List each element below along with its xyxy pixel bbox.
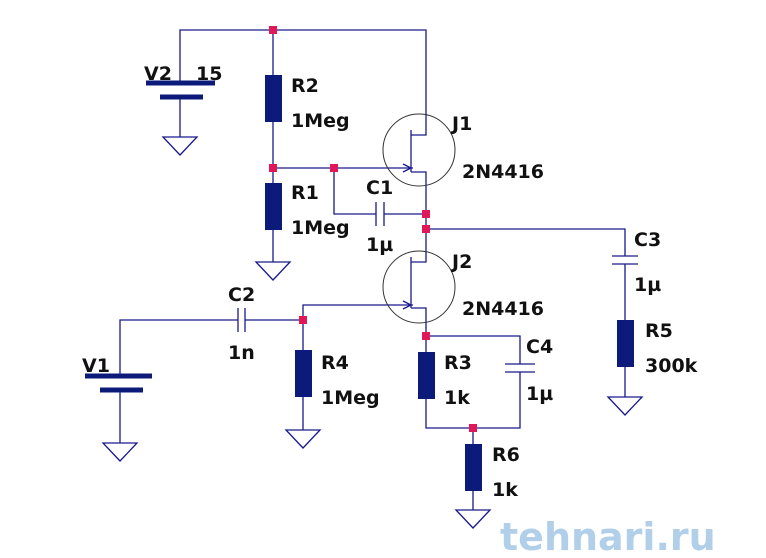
ground-icon	[454, 509, 492, 529]
r5-label: R5	[645, 320, 673, 342]
v2-label: V2	[144, 63, 172, 85]
c3-label: C3	[634, 229, 661, 251]
c1-capacitor[interactable]	[375, 202, 385, 226]
r6-label: R6	[492, 444, 520, 466]
r3-value: 1k	[444, 387, 470, 409]
c1-label: C1	[366, 177, 393, 199]
c2-capacitor[interactable]	[237, 308, 246, 332]
ground-icon	[254, 261, 292, 281]
j1-label: J1	[450, 113, 472, 135]
v1-label: V1	[82, 355, 110, 377]
r1-value: 1Meg	[291, 217, 350, 239]
r3-label: R3	[444, 352, 472, 374]
ground-icon	[284, 429, 322, 449]
c4-label: C4	[526, 336, 553, 358]
junctions	[269, 26, 477, 432]
j2-model: 2N4416	[462, 298, 544, 320]
ground-icon	[101, 442, 139, 462]
j1-gate-arrow	[402, 163, 413, 173]
v2-value: 15	[196, 63, 222, 85]
r4-resistor[interactable]	[295, 350, 312, 397]
r2-value: 1Meg	[291, 110, 350, 132]
c2-label: C2	[228, 284, 255, 306]
v2-source[interactable]	[146, 80, 215, 100]
r5-value: 300k	[645, 355, 698, 377]
j1-transistor[interactable]	[382, 113, 456, 187]
c3-capacitor[interactable]	[612, 255, 638, 265]
c4-capacitor[interactable]	[505, 363, 535, 373]
j1-model: 2N4416	[462, 161, 544, 183]
wires	[119, 29, 626, 510]
watermark: tehnari.ru	[500, 515, 716, 558]
r4-label: R4	[321, 352, 349, 374]
r4-value: 1Meg	[321, 387, 380, 409]
r2-resistor[interactable]	[265, 75, 282, 122]
r6-value: 1k	[492, 479, 518, 501]
c2-value: 1n	[228, 342, 255, 364]
j2-label: J2	[450, 251, 472, 273]
c4-value: 1µ	[526, 383, 553, 405]
r5-resistor[interactable]	[617, 320, 634, 367]
c3-value: 1µ	[634, 274, 661, 296]
r6-resistor[interactable]	[465, 444, 482, 491]
r3-resistor[interactable]	[418, 352, 435, 399]
ground-icon	[161, 136, 199, 156]
c1-value: 1µ	[366, 234, 393, 256]
ground-icon	[606, 396, 644, 416]
j2-transistor[interactable]	[382, 250, 456, 324]
r1-label: R1	[291, 182, 319, 204]
r2-label: R2	[291, 75, 319, 97]
v1-source[interactable]	[85, 373, 152, 393]
r1-resistor[interactable]	[265, 183, 282, 230]
j2-gate-arrow	[402, 300, 413, 310]
